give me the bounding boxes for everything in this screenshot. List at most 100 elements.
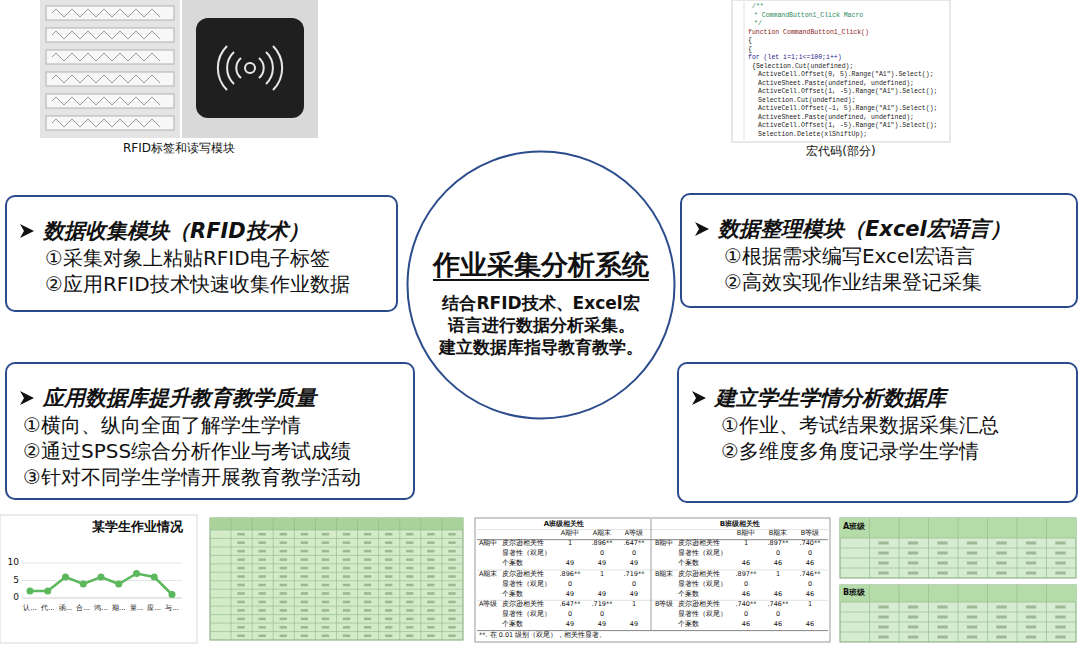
cell-value-mark [448,584,455,587]
cell-value-mark [280,541,287,544]
cell-value-mark [322,550,329,553]
cell-value-mark [967,572,977,575]
cell-value-mark [1055,606,1065,609]
chart-card [0,515,197,643]
cell-value-mark [385,626,392,629]
cell-value-mark [343,533,350,536]
table-cell: 显著性（双尾） [502,581,554,588]
cell-value-mark [258,618,265,621]
table-cell: 1 [794,601,826,608]
cell-value-mark [1055,626,1065,629]
cell-value-mark [322,575,329,578]
module-box: 建立学生学情分析数据库①作业、考试结果数据采集汇总②多维度多角度记录学生学情 [677,362,1078,503]
title-text: 作业采集分析系统 [433,249,649,280]
cell-value-mark [364,558,371,561]
cell-value-mark [385,541,392,544]
table-cell: 1 [762,571,794,578]
cell-value-mark [343,541,350,544]
cell-value-mark [385,567,392,570]
score-table [840,585,1076,642]
rfid-tag [46,94,174,108]
list-item: ①横向、纵向全面了解学生学情 [19,412,403,438]
list-item: ③针对不同学生学情开展教育教学活动 [19,464,403,490]
cell-value-mark [1026,636,1036,639]
cell-value-mark [937,636,947,639]
cell-value-mark [406,558,413,561]
circle-shape [408,152,675,419]
cell-value-mark [427,609,434,612]
code-line: ActiveSheet.Paste(undefined, undefined); [758,114,914,121]
table-cell: .719** [618,571,650,578]
cell-value-mark [301,609,308,612]
cell-value-mark [427,550,434,553]
axis-label: 期... [110,604,128,612]
cell-value-mark [937,562,947,565]
cell-value-mark [967,552,977,555]
cell-value-mark [427,533,434,536]
system-description: 结合RFID技术、Excel宏 语言进行数据分析采集。 [423,292,659,336]
cell-value-mark [937,542,947,545]
cell-value-mark [258,635,265,638]
bullet-arrow [694,221,710,237]
chart-marker [133,570,140,577]
list-item: ①根据需求编写Excel宏语言 [694,243,1066,269]
table-title: B班级 [843,588,865,597]
image-caption: 宏代码(部分) [732,145,950,159]
table-cell: 显著性（双尾） [502,550,554,557]
table-background [840,585,1076,642]
table-cell: 46 [762,560,794,567]
chart-axis [22,598,182,599]
cell-value-mark [1026,562,1036,565]
table-cell: .647** [618,540,650,547]
module-box: 数据收集模块（RFID技术）①采集对象上粘贴RFID电子标签②应用RFID技术快… [5,195,398,312]
table-cell: 0 [554,611,586,618]
grid-line [958,585,959,642]
table-header: A期中 [554,530,586,537]
cell-value-mark [364,609,371,612]
cell-value-mark [280,601,287,604]
cell-value-mark [280,584,287,587]
cell-value-mark [385,618,392,621]
box-heading: 数据收集模块（RFID技术） [19,217,386,245]
item-text: ③针对不同学生学情开展教育教学活动 [23,465,361,489]
cell-value-mark [406,601,413,604]
heading-text: 建立学生学情分析数据库 [715,384,946,412]
rfid-symbol [236,58,241,78]
cell-value-mark [1026,616,1036,619]
rfid-antenna [52,53,160,61]
cell-value-mark [937,552,947,555]
image-caption: RFID标签和读写模块 [40,142,318,156]
bullet-arrow [19,223,35,239]
axis-label: 代... [39,604,57,612]
code-line: ActiveCell.Offset(-1, 5).Range("A1").Sel… [758,105,937,112]
table-cell: 49 [618,560,650,567]
cell-value-mark [301,635,308,638]
table-cell: 46 [730,560,762,567]
grid-line [336,518,337,640]
cell-value-mark [364,592,371,595]
chart-marker [44,588,51,595]
cell-value-mark [343,601,350,604]
list-item: ②应用RFID技术快速收集作业数据 [19,271,386,297]
cell-value-mark [237,541,244,544]
table-cell: 显著性（双尾） [678,611,730,618]
cell-value-mark [322,533,329,536]
box-heading: 应用数据库提升教育教学质量 [19,384,403,412]
rfid-symbol [245,63,255,73]
cell-value-mark [364,584,371,587]
code-gutter [744,2,745,140]
bullet-arrow [691,390,707,406]
table-divider [651,519,652,630]
table-background [210,518,463,640]
grid-line [420,518,421,640]
cell-value-mark [280,626,287,629]
table-title: A班级相关性 [478,520,650,528]
chart-marker [80,581,87,588]
cell-value-mark [427,592,434,595]
cell-value-mark [343,626,350,629]
item-text: ②多维度多角度记录学生学情 [721,439,979,463]
cell-value-mark [406,550,413,553]
table-cell: 0 [794,550,826,557]
circle-outline [406,150,676,420]
grid-line [869,518,870,578]
